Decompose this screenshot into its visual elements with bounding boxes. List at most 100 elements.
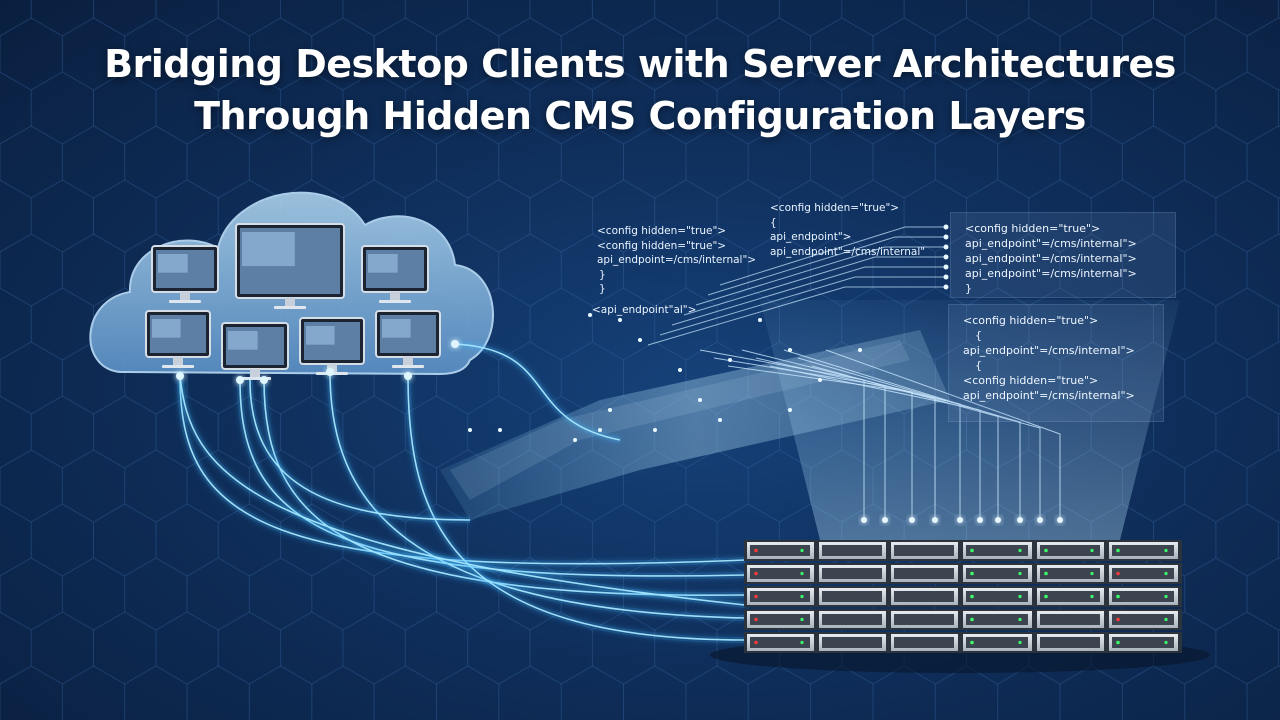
- hexagon-cell: [0, 233, 63, 307]
- hexagon-cell: [1090, 179, 1154, 253]
- trace-node: [943, 274, 949, 280]
- hexagon-cell: [1121, 665, 1186, 720]
- hexagon-cell: [747, 125, 812, 199]
- hexagon-cell: [186, 557, 250, 631]
- server-vent: [1112, 545, 1174, 556]
- data-particle: [758, 318, 762, 322]
- hexagon-cell: [778, 179, 843, 253]
- hexagon-cell: [685, 233, 749, 307]
- status-led: [970, 617, 974, 622]
- server-vent: [1112, 568, 1174, 579]
- hexagon-cell: [778, 71, 843, 145]
- code-panel-top-line: <config hidden="true">: [965, 222, 1101, 235]
- hexagon-cell: [966, 71, 1030, 145]
- status-led: [754, 617, 758, 622]
- hexagon-cell: [30, 71, 94, 145]
- status-led: [800, 571, 804, 576]
- hexagon-cell: [0, 503, 32, 577]
- hexagon-cell: [404, 395, 469, 469]
- server-vent: [894, 568, 954, 579]
- hexagon-cell: [124, 557, 188, 631]
- hexagon-cell: [61, 233, 126, 307]
- data-particle: [718, 418, 722, 422]
- hexagon-cell: [61, 557, 126, 631]
- monitor-base: [274, 306, 306, 309]
- status-led: [1116, 594, 1120, 599]
- hexagon-cell: [217, 71, 282, 145]
- hexagon-cell: [560, 125, 624, 199]
- hexagon-cell: [1246, 557, 1280, 631]
- server-vent: [894, 591, 954, 602]
- hexagon-cell: [1215, 179, 1279, 253]
- hexagon-cell: [342, 0, 406, 37]
- server-vent: [894, 637, 954, 648]
- hexagon-cell: [467, 71, 531, 145]
- hexagon-cell: [373, 557, 437, 631]
- status-led: [1164, 594, 1168, 599]
- trace-node: [943, 254, 949, 260]
- monitor-base: [162, 365, 194, 368]
- status-led: [754, 594, 758, 599]
- code-snippet-endpoint: <api_endpoint"al">: [592, 304, 697, 316]
- status-led: [970, 594, 974, 599]
- hexagon-cell: [1184, 341, 1248, 415]
- hexagon-cell: [311, 665, 375, 720]
- hexagon-cell: [0, 557, 63, 631]
- data-cable: [329, 371, 746, 619]
- hexagon-cell: [217, 395, 282, 469]
- hexagon-cell: [591, 287, 656, 361]
- status-led: [1164, 617, 1168, 622]
- hexagon-cell: [1153, 179, 1217, 253]
- hexagon-cell: [1215, 0, 1279, 37]
- hexagon-cell: [841, 71, 905, 145]
- hexagon-cell: [93, 179, 157, 253]
- code-snippet-left: <config hidden="true"><config hidden="tr…: [597, 224, 756, 297]
- hexagon-cell: [0, 449, 63, 523]
- server-rack-icon: [744, 632, 1182, 653]
- monitor-base: [392, 365, 424, 368]
- status-led: [1090, 571, 1094, 576]
- server-rack-icon: [744, 609, 1182, 630]
- status-led: [1018, 617, 1022, 622]
- code-middle-line: {: [770, 216, 777, 229]
- hexagon-cell: [716, 71, 780, 145]
- status-led: [1044, 571, 1048, 576]
- data-particle: [618, 318, 622, 322]
- hexagon-cell: [841, 0, 905, 37]
- monitor-window: [242, 232, 295, 267]
- hexagon-cell: [436, 557, 500, 631]
- code-panel-bottom-line: api_endpoint"=/cms/internal">: [963, 389, 1135, 402]
- hexagon-cell: [155, 503, 219, 577]
- status-led: [1018, 594, 1022, 599]
- hexagon-cell: [93, 611, 157, 685]
- hexagon-cell: [747, 17, 812, 91]
- server-vent: [1112, 591, 1174, 602]
- trace-node: [943, 234, 949, 240]
- code-middle-line: <config hidden="true">: [770, 202, 900, 214]
- data-cable: [179, 375, 746, 565]
- code-left-line: <config hidden="true">: [597, 239, 727, 252]
- hexagon-cell: [498, 17, 562, 91]
- hexagon-cell: [1246, 125, 1280, 199]
- hexagon-cell: [186, 665, 250, 720]
- hexagon-cell: [467, 0, 531, 37]
- hexagon-cell: [1277, 196, 1280, 236]
- hexagon-cell: [872, 665, 936, 720]
- monitor-window: [228, 331, 258, 350]
- hexagon-cell: [467, 611, 531, 685]
- server-vent: [966, 591, 1028, 602]
- hexagon-cell: [467, 179, 531, 253]
- hexagon-cell: [498, 233, 562, 307]
- status-led: [1164, 571, 1168, 576]
- code-panel-top: <config hidden="true">api_endpoint"=/cms…: [950, 212, 1176, 298]
- hexagon-cell: [685, 17, 749, 91]
- hexagon-cell: [810, 125, 874, 199]
- hexagon-cell: [30, 395, 94, 469]
- hexagon-cell: [436, 125, 500, 199]
- status-led: [1018, 548, 1022, 553]
- hexagon-cell: [342, 395, 406, 469]
- hexagon-cell: [1153, 71, 1217, 145]
- hexagon-cell: [61, 665, 126, 720]
- hexagon-cell: [685, 125, 749, 199]
- hexagon-cell: [155, 395, 219, 469]
